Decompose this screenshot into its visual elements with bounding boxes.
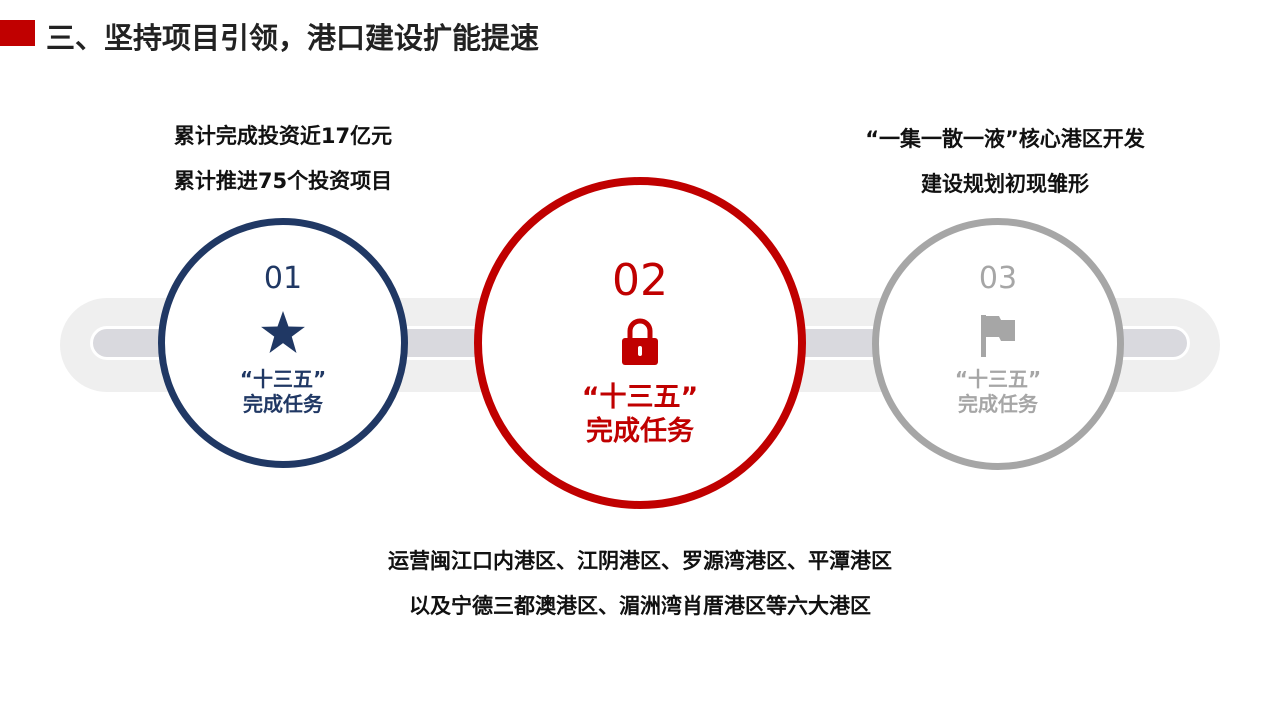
title-marker (0, 20, 35, 46)
step-label: “十三五” 完成任务 (879, 367, 1117, 417)
bottom-note: 运营闽江口内港区、江阴港区、罗源湾港区、平潭港区 以及宁德三都澳港区、湄洲湾肖厝… (388, 539, 892, 629)
page-title: 三、坚持项目引领，港口建设扩能提速 (46, 21, 540, 55)
bottom-note-line: 运营闽江口内港区、江阴港区、罗源湾港区、平潭港区 (388, 549, 892, 573)
step-number: 01 (263, 261, 303, 296)
right-note-line: “一集一散一液”核心港区开发 (865, 127, 1145, 151)
step-label-line1: “十三五” (954, 367, 1042, 391)
right-note-line: 建设规划初现雏形 (920, 172, 1089, 196)
step-label-line1: “十三五” (239, 367, 327, 391)
step-label: “十三五” 完成任务 (165, 367, 401, 417)
bottom-note-line: 以及宁德三都澳港区、湄洲湾肖厝港区等六大港区 (409, 594, 871, 618)
flag-icon (981, 315, 1015, 357)
step-label-line2: 完成任务 (958, 392, 1038, 416)
step-label-line2: 完成任务 (586, 415, 694, 447)
step-label: “十三五” 完成任务 (482, 381, 798, 449)
left-note-line: 累计完成投资近17亿元 (173, 124, 393, 148)
step-number: 02 (612, 255, 668, 306)
left-note: 累计完成投资近17亿元 累计推进75个投资项目 (174, 114, 392, 204)
left-note-line: 累计推进75个投资项目 (173, 169, 393, 193)
step-label-line1: “十三五” (581, 382, 699, 413)
step-circle-3: 03 “十三五” 完成任务 (872, 218, 1124, 470)
star-icon (261, 311, 305, 353)
step-circle-2: 02 “十三五” 完成任务 (474, 177, 806, 509)
step-circle-1: 01 “十三五” 完成任务 (158, 218, 408, 468)
step-number: 03 (978, 261, 1018, 296)
right-note: “一集一散一液”核心港区开发 建设规划初现雏形 (865, 117, 1145, 207)
lock-icon (622, 318, 658, 365)
step-label-line2: 完成任务 (243, 392, 323, 416)
